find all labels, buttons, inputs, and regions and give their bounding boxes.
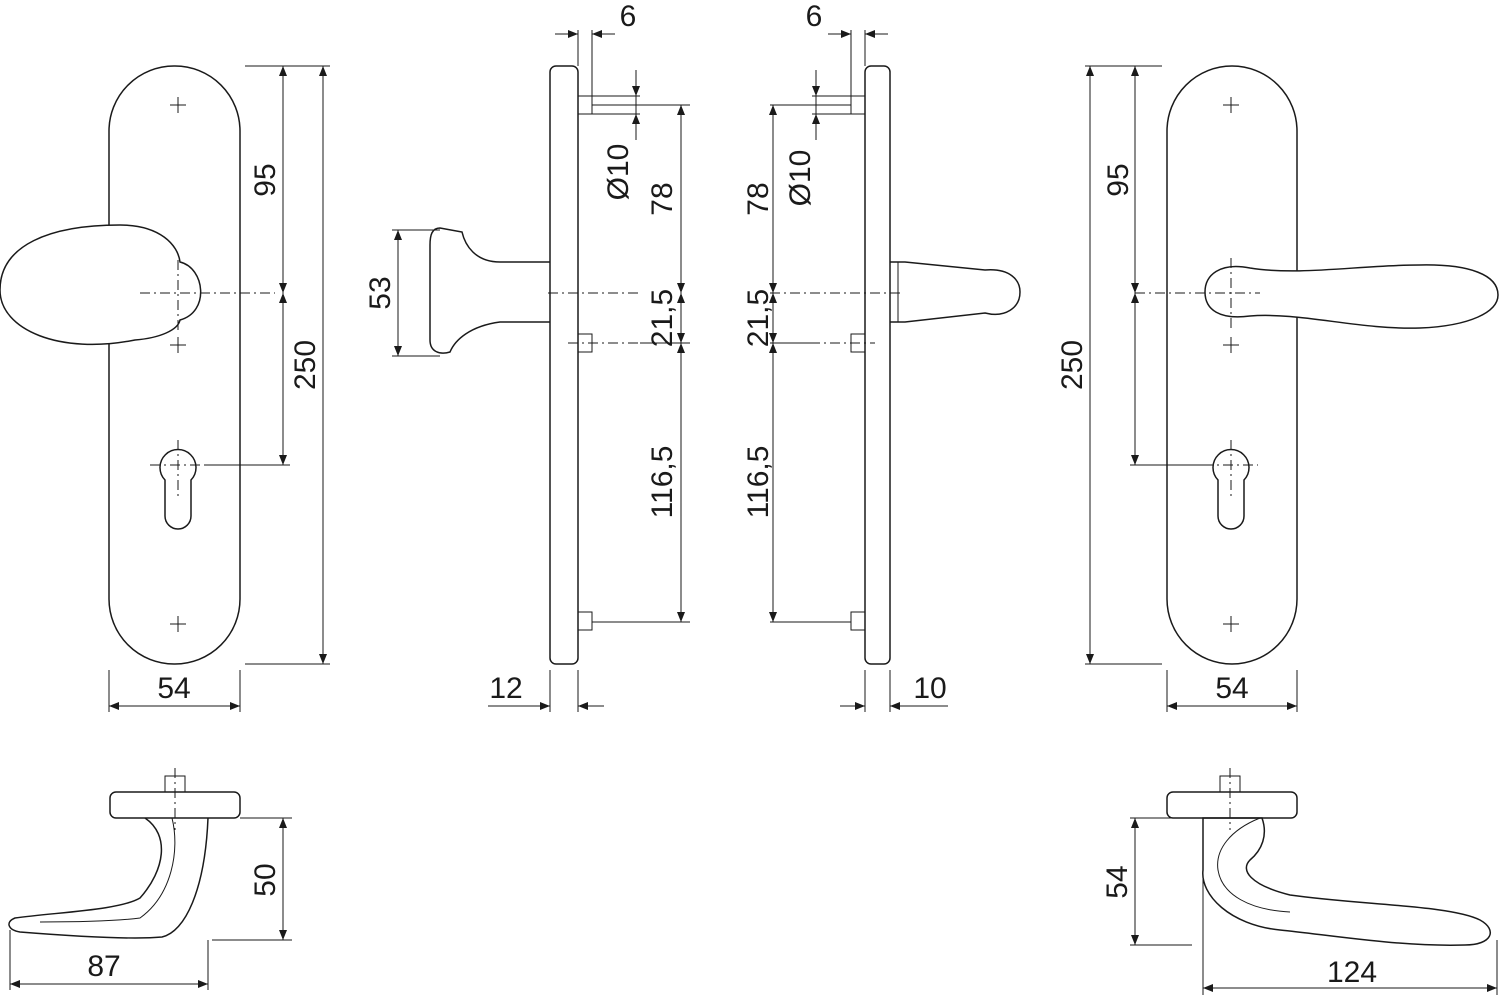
front-lever-marks — [1223, 97, 1239, 632]
label-front-lever-250: 250 — [1056, 340, 1089, 390]
front-lever-keyhole — [1212, 448, 1250, 530]
knob-rose-shape — [0, 224, 202, 346]
side-lever-plate — [864, 65, 891, 665]
label-bottom-lever-54: 54 — [1101, 865, 1134, 898]
label-bottom-knob-87: 87 — [87, 950, 120, 983]
front-knob-view: 95 250 54 — [0, 65, 330, 712]
label-front-knob-250: 250 — [289, 340, 322, 390]
label-side-knob-78: 78 — [646, 182, 679, 215]
bottom-knob-view: 50 87 — [8, 768, 292, 990]
side-knob-view: 6 Ø10 78 21,5 116,5 53 12 — [364, 0, 690, 712]
label-side-knob-12: 12 — [489, 672, 522, 705]
front-knob-keyhole — [159, 448, 197, 530]
side-lever-handle — [890, 261, 1021, 323]
label-side-knob-21-5: 21,5 — [646, 289, 679, 347]
label-bottom-knob-50: 50 — [249, 863, 282, 896]
label-side-knob-116-5: 116,5 — [646, 446, 679, 519]
label-side-lever-116-5: 116,5 — [742, 446, 775, 519]
bottom-knob-handle — [8, 817, 209, 939]
label-front-lever-54: 54 — [1215, 672, 1248, 705]
bottom-lever-view: 54 124 — [1101, 768, 1498, 995]
front-knob-marks — [170, 97, 186, 632]
label-side-lever-78: 78 — [742, 182, 775, 215]
bottom-lever-handle — [1202, 817, 1492, 946]
front-knob-plate — [108, 65, 241, 665]
label-side-knob-diameter: Ø10 — [602, 144, 635, 201]
label-side-knob-6: 6 — [620, 0, 637, 33]
label-side-lever-diameter: Ø10 — [784, 150, 817, 207]
label-front-knob-54: 54 — [157, 672, 190, 705]
side-knob-plate — [549, 65, 579, 665]
label-front-knob-95: 95 — [249, 163, 282, 196]
label-side-lever-10: 10 — [913, 672, 946, 705]
side-knob-knob — [429, 227, 550, 354]
side-lever-studs — [850, 95, 866, 631]
label-side-lever-21-5: 21,5 — [742, 289, 775, 347]
label-bottom-lever-124: 124 — [1327, 956, 1377, 989]
side-lever-view: 6 Ø10 78 21,5 116,5 10 — [742, 0, 1021, 712]
label-front-lever-95: 95 — [1102, 163, 1135, 196]
front-lever-plate — [1166, 65, 1298, 665]
bottom-lever-rose — [1166, 791, 1298, 819]
front-lever-handle — [1204, 264, 1499, 329]
front-lever-view: 95 250 54 — [1056, 65, 1499, 712]
label-side-knob-53: 53 — [364, 276, 397, 309]
label-side-lever-6: 6 — [806, 0, 823, 33]
side-knob-studs — [577, 95, 593, 631]
